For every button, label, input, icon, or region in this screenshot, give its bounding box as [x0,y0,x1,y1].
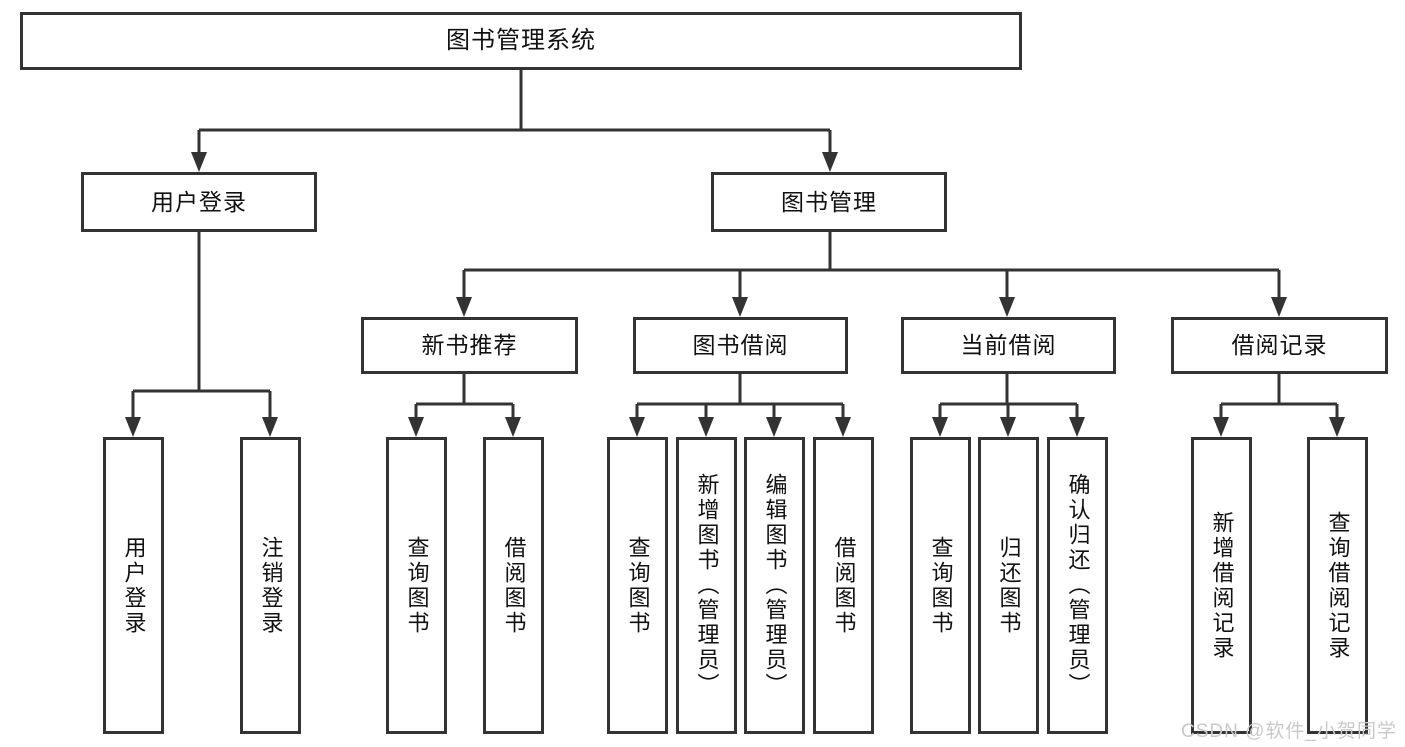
node-leaf-query-record[interactable]: 查询借阅记录 [1307,437,1368,734]
node-leaf-add-record-label: 新增借阅记录 [1209,510,1235,661]
arrow-leaf-query-book-2 [629,417,645,437]
node-leaf-query-book-3[interactable]: 查询图书 [910,437,971,734]
arrow-leaf-query-book-1 [408,417,424,437]
node-book-borrow-label: 图书借阅 [692,332,789,359]
node-leaf-add-book-label: 新增图书（管理员） [694,473,720,698]
arrow-leaf-borrow-book-1 [505,417,521,437]
arrow-leaf-confirm-return [1069,417,1085,437]
node-leaf-query-book-2[interactable]: 查询图书 [607,437,668,734]
arrow-book-borrow [732,297,748,317]
node-borrow-record-label: 借阅记录 [1231,332,1328,359]
node-leaf-edit-book-label: 编辑图书（管理员） [762,473,788,698]
arrow-borrow-record [1271,297,1287,317]
arrow-leaf-user-login [125,417,141,437]
node-leaf-add-book[interactable]: 新增图书（管理员） [676,437,737,734]
arrow-leaf-add-record [1213,417,1229,437]
node-leaf-borrow-book-2-label: 借阅图书 [831,535,857,636]
node-book-manage-label: 图书管理 [781,188,877,215]
node-new-book-rec[interactable]: 新书推荐 [361,317,578,374]
node-leaf-return-book-label: 归还图书 [996,535,1022,636]
node-leaf-query-book-2-label: 查询图书 [625,535,651,636]
node-borrow-record[interactable]: 借阅记录 [1171,317,1388,374]
arrow-leaf-borrow-book-2 [835,417,851,437]
node-leaf-confirm-return[interactable]: 确认归还（管理员） [1047,437,1108,734]
node-user-login[interactable]: 用户登录 [81,172,317,232]
watermark-text: CSDN @软件_小贺同学 [1181,721,1397,742]
node-book-borrow[interactable]: 图书借阅 [633,317,848,374]
node-book-manage[interactable]: 图书管理 [711,172,947,232]
node-leaf-return-book[interactable]: 归还图书 [978,437,1039,734]
node-user-login-label: 用户登录 [151,188,247,215]
node-leaf-edit-book[interactable]: 编辑图书（管理员） [744,437,805,734]
node-leaf-add-record[interactable]: 新增借阅记录 [1191,437,1252,734]
arrow-user-login [191,152,207,172]
node-leaf-borrow-book-1-label: 借阅图书 [501,535,527,636]
arrow-leaf-query-book-3 [932,417,948,437]
node-leaf-user-logout[interactable]: 注销登录 [240,437,301,734]
node-leaf-borrow-book-1[interactable]: 借阅图书 [483,437,544,734]
node-new-book-rec-label: 新书推荐 [421,332,518,359]
arrow-leaf-query-record [1329,417,1345,437]
arrow-current-borrow [999,297,1015,317]
arrow-leaf-user-logout [262,417,278,437]
arrow-leaf-add-book [698,417,714,437]
node-leaf-user-login[interactable]: 用户登录 [103,437,164,734]
node-leaf-query-record-label: 查询借阅记录 [1325,510,1351,661]
node-leaf-confirm-return-label: 确认归还（管理员） [1065,473,1091,698]
arrow-leaf-return-book [1000,417,1016,437]
node-leaf-query-book-1[interactable]: 查询图书 [386,437,447,734]
node-leaf-query-book-3-label: 查询图书 [928,535,954,636]
node-current-borrow-label: 当前借阅 [960,332,1057,359]
arrow-new-book-rec [456,297,472,317]
node-leaf-user-logout-label: 注销登录 [258,535,284,636]
arrow-leaf-edit-book [766,417,782,437]
node-leaf-borrow-book-2[interactable]: 借阅图书 [813,437,874,734]
arrow-book-manage [822,152,838,172]
node-root-label: 图书管理系统 [446,27,596,54]
node-leaf-user-login-label: 用户登录 [121,535,147,636]
node-current-borrow[interactable]: 当前借阅 [901,317,1116,374]
node-leaf-query-book-1-label: 查询图书 [404,535,430,636]
node-root[interactable]: 图书管理系统 [20,12,1022,70]
